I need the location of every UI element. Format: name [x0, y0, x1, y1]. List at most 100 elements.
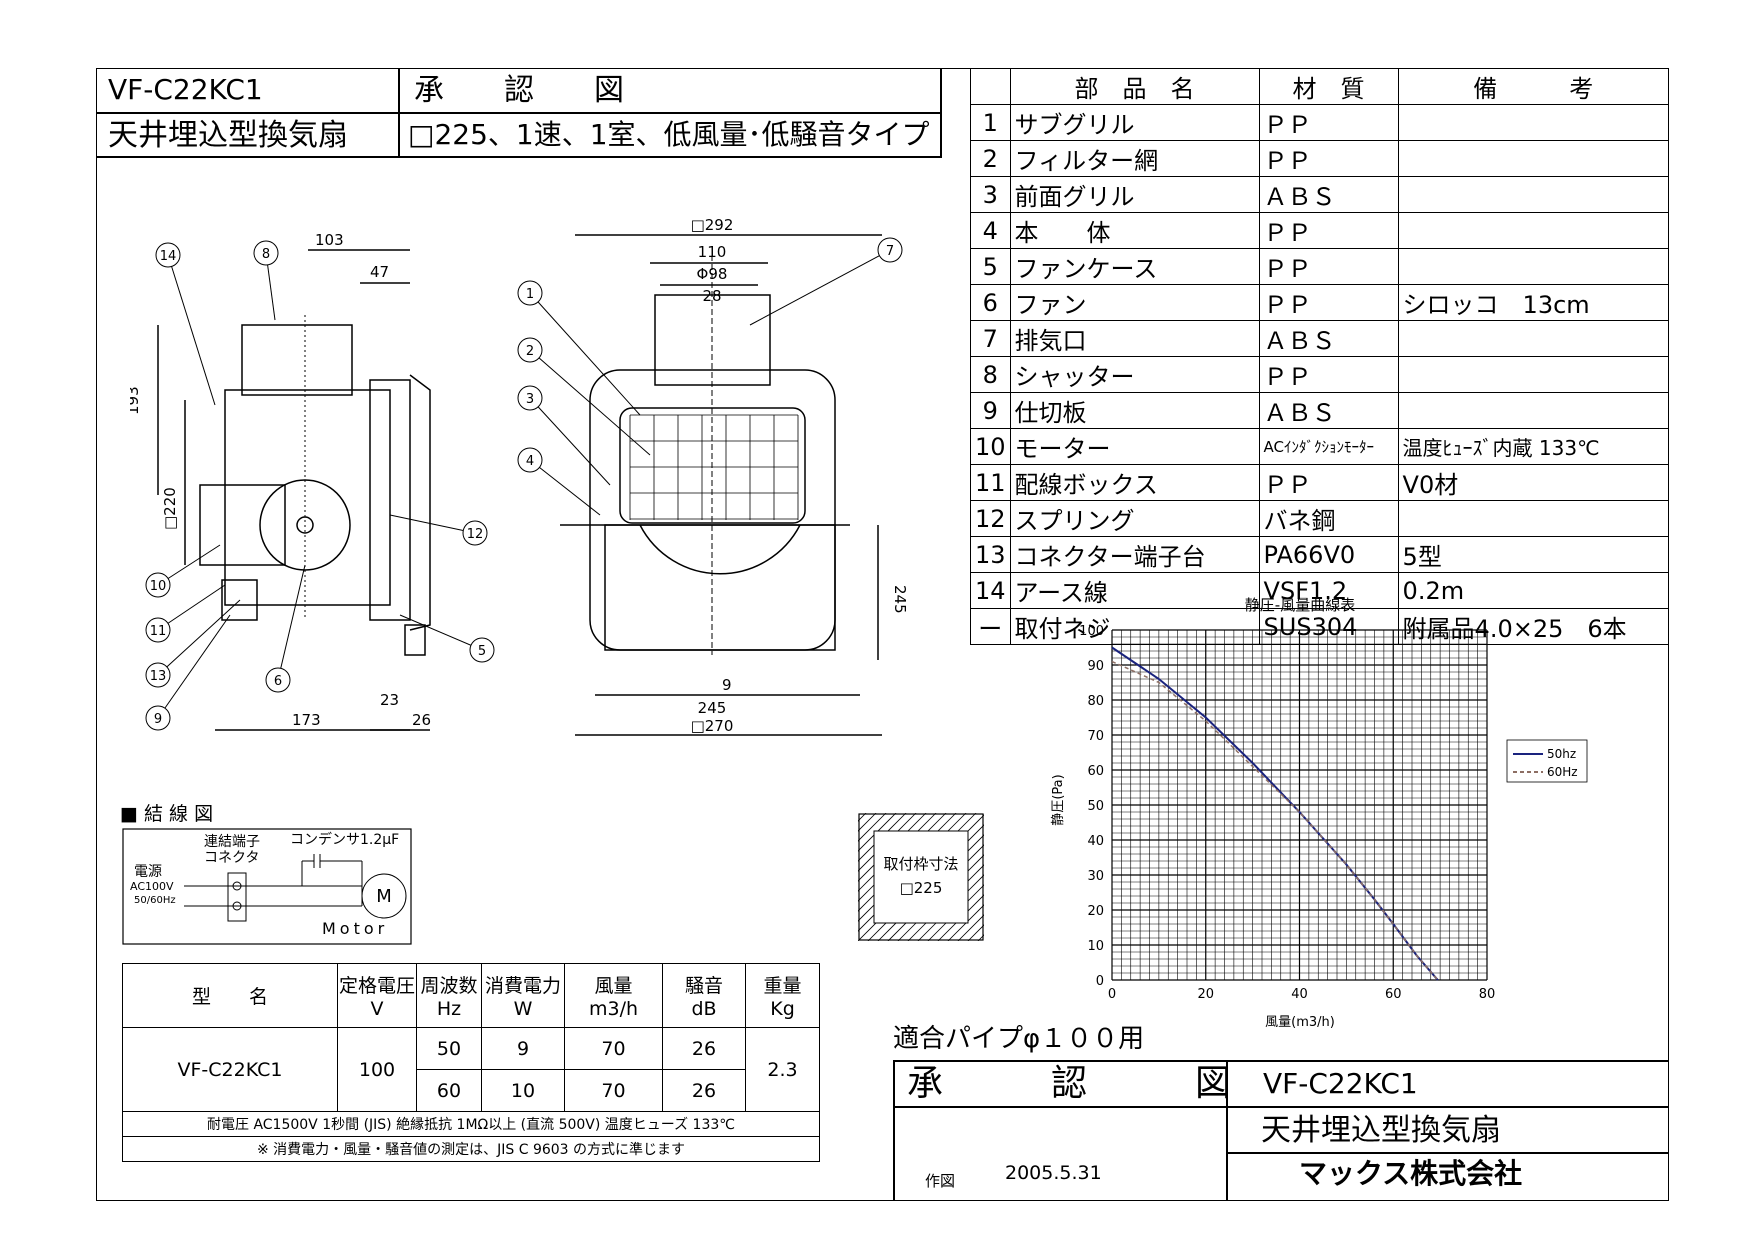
callout-circle: [877, 237, 903, 263]
part-name: サブグリル: [1009, 104, 1260, 141]
part-no: 9: [970, 392, 1011, 429]
spec-w-50: 9: [481, 1027, 566, 1070]
callout-circle: [462, 520, 488, 546]
y-tick-label: 0: [1096, 974, 1104, 989]
spec-voltage: 100: [336, 1027, 418, 1112]
mount-frame-box: 取付枠寸法 □225: [858, 813, 984, 941]
footer-date: 2005.5.31: [1005, 1162, 1102, 1184]
part-material: ACｲﾝﾀﾞｸｼｮﾝﾓｰﾀｰ: [1258, 428, 1399, 465]
part-material: ＡＢＳ: [1258, 176, 1399, 213]
part-note: [1397, 248, 1670, 285]
y-tick-label: 70: [1087, 729, 1104, 744]
part-name: ファンケース: [1009, 248, 1260, 285]
legend-label: 60Hz: [1547, 765, 1578, 779]
part-material: ＡＢＳ: [1258, 320, 1399, 357]
part-name: 本 体: [1009, 212, 1260, 249]
part-no: 4: [970, 212, 1011, 249]
part-note: シロッコ 13cm: [1397, 284, 1670, 321]
y-tick-label: 100: [1079, 624, 1104, 639]
dim-110: 110: [698, 243, 727, 261]
callout-number: 5: [478, 644, 486, 659]
series-line-50hz: [1111, 646, 1439, 981]
footer-block: 承 認 図 VF-C22KC1 天井埋込型換気扇 作図 2005.5.31 マッ…: [893, 1060, 1669, 1201]
callout-number: 9: [154, 712, 162, 727]
pipe-label: 適合パイプφ１００用: [893, 1024, 1145, 1054]
dim-270: □270: [691, 717, 734, 735]
part-no: 7: [970, 320, 1011, 357]
callout-number: 1: [526, 287, 534, 302]
callout-circle: [253, 240, 279, 266]
part-note: 0.2m: [1397, 572, 1670, 609]
terminal-label-2: コネクタ: [204, 850, 259, 866]
part-name: フィルター網: [1009, 140, 1260, 177]
drawing-frame: [96, 68, 1669, 1201]
x-tick-label: 0: [1108, 987, 1116, 1002]
spec-hz-50: 50: [416, 1027, 483, 1070]
part-name: 仕切板: [1009, 392, 1260, 429]
x-tick-label: 80: [1479, 987, 1496, 1002]
dim-103: 103: [315, 231, 344, 249]
spec-flow-60: 70: [564, 1069, 664, 1112]
spec-header-weight-unit: Kg: [770, 998, 795, 1020]
part-material: PA66V0: [1258, 536, 1399, 573]
part-name: シャッター: [1009, 356, 1260, 393]
part-no: 6: [970, 284, 1011, 321]
spec-header-flow: 風量: [594, 975, 633, 997]
power-label-3: 50/60Hz: [134, 895, 176, 906]
part-material: ＰＰ: [1258, 356, 1399, 393]
y-tick-label: 30: [1087, 869, 1104, 884]
spec-header-hz: 周波数: [420, 975, 478, 997]
part-material: ＡＢＳ: [1258, 392, 1399, 429]
part-note: [1397, 140, 1670, 177]
part-note: [1397, 392, 1670, 429]
callout-number: 2: [526, 344, 534, 359]
footer-company: マックス株式会社: [1299, 1157, 1523, 1190]
spec-flow-50: 70: [564, 1027, 664, 1070]
part-no: 5: [970, 248, 1011, 285]
spec-note-1: 耐電圧 AC1500V 1秒間 (JIS) 絶縁抵抗 1MΩ以上 (直流 500…: [122, 1111, 820, 1137]
part-material: SUS304: [1258, 608, 1399, 645]
callout-number: 7: [886, 244, 894, 259]
spec-header-voltage-unit: V: [370, 998, 384, 1020]
header-model: VF-C22KC1: [108, 73, 263, 106]
dim-245-h: 245: [698, 699, 727, 717]
chart-legend-box: [1506, 739, 1588, 783]
footer-product-name: 天井埋込型換気扇: [1261, 1113, 1501, 1148]
callout-number: 4: [526, 454, 534, 469]
footer-doc-title: 承 認 図: [907, 1063, 1232, 1104]
terminal-label-1: 連結端子: [204, 834, 260, 850]
y-tick-label: 60: [1087, 764, 1104, 779]
callout-number: 3: [526, 392, 534, 407]
part-note: [1397, 500, 1670, 537]
part-material: ＰＰ: [1258, 104, 1399, 141]
part-no: 13: [970, 536, 1011, 573]
y-tick-label: 50: [1087, 799, 1104, 814]
callout-circle: [517, 337, 543, 363]
part-note: [1397, 212, 1670, 249]
dim-9: 9: [722, 676, 732, 694]
part-name: 前面グリル: [1009, 176, 1260, 213]
part-no: 1: [970, 104, 1011, 141]
part-material: ＰＰ: [1258, 248, 1399, 285]
part-material: ＰＰ: [1258, 212, 1399, 249]
spec-header-power-unit: W: [513, 998, 533, 1020]
callout-circle: [145, 662, 171, 688]
callout-circle: [145, 705, 171, 731]
callout-circle: [145, 572, 171, 598]
part-name: ファン: [1009, 284, 1260, 321]
callout-number: 12: [467, 527, 484, 542]
part-note: [1397, 104, 1670, 141]
callout-number: 10: [150, 579, 167, 594]
callout-number: 14: [160, 249, 177, 264]
part-material: バネ鋼: [1258, 500, 1399, 537]
